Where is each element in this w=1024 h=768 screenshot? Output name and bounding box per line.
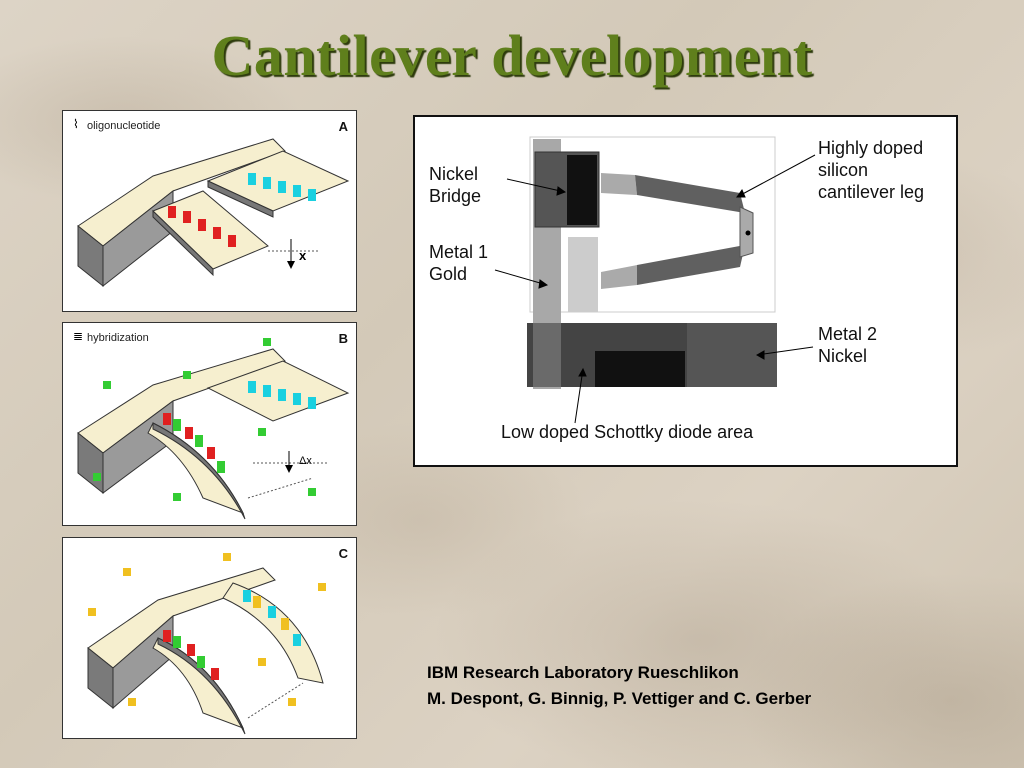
- oligonucleotide-icon: ⌇: [73, 117, 79, 131]
- slide-title: Cantilever development: [211, 23, 813, 88]
- label-cantilever-leg: Highly doped silicon cantilever leg: [818, 138, 925, 202]
- label-metal1-gold: Metal 1 Gold: [429, 242, 489, 284]
- target-yellow: [88, 553, 326, 706]
- credits-line-1: IBM Research Laboratory Rueschlikon: [427, 663, 739, 682]
- panel-letter: C: [338, 546, 348, 561]
- cantilever-layout-drawing: [494, 136, 816, 424]
- panel-label: hybridization: [87, 332, 149, 344]
- cantilever-illustration: [87, 553, 326, 735]
- label-metal2-nickel: Metal 2 Nickel: [818, 324, 878, 366]
- cyan-probes: [248, 173, 316, 201]
- credits: IBM Research Laboratory Rueschlikon M. D…: [427, 660, 811, 712]
- panel-letter: B: [338, 331, 348, 346]
- cyan-probes: [248, 381, 316, 409]
- panel-b: B ≣ hybridization Δx: [62, 322, 357, 526]
- panel-letter: A: [338, 119, 348, 134]
- delta-x-label: Δx: [299, 455, 312, 467]
- label-schottky-area: Low doped Schottky diode area: [501, 422, 754, 442]
- red-probes: [168, 206, 236, 247]
- label-nickel-bridge: Nickel Bridge: [429, 164, 482, 206]
- target-green: [93, 338, 316, 501]
- cantilever-diagram: Nickel Bridge Metal 1 Gold Highly doped …: [413, 115, 958, 467]
- x-displacement-label: x: [299, 248, 307, 263]
- hybridized-probes: [163, 590, 301, 680]
- cantilever-illustration: [77, 138, 350, 288]
- panel-label: oligonucleotide: [87, 120, 161, 132]
- hybridized-probes: [163, 413, 225, 473]
- panel-c: C: [62, 537, 357, 739]
- cantilever-illustration: [77, 338, 350, 520]
- hybridization-icon: ≣: [73, 329, 84, 343]
- credits-line-2: M. Despont, G. Binnig, P. Vettiger and C…: [427, 689, 812, 708]
- panel-a: A ⌇ oligonucleotide x: [62, 110, 357, 312]
